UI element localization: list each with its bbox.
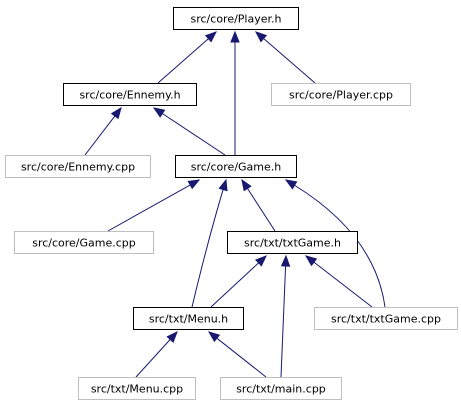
edge-main_cpp-to-txtgame_h [280, 254, 291, 378]
node-box [5, 155, 151, 178]
edges-layer [84, 30, 386, 378]
node-player-cpp[interactable]: src/core/Player.cpp [271, 83, 411, 106]
edge-line [280, 265, 287, 378]
arrowhead-icon [110, 106, 122, 120]
node-box [133, 307, 244, 330]
nodes-layer: src/core/Player.h src/core/Ennemy.h src/co… [5, 7, 458, 400]
node-main-cpp[interactable]: src/txt/main.cpp [220, 377, 342, 400]
node-box [314, 307, 458, 330]
node-game-cpp[interactable]: src/core/Game.cpp [14, 231, 154, 254]
node-box [220, 377, 342, 400]
node-label: src/core/Game.h [191, 161, 282, 174]
arrowhead-icon [304, 255, 318, 267]
node-label: src/txt/txtGame.h [244, 237, 341, 250]
edge-game_h-to-ennemy_h [152, 107, 226, 156]
node-txtgame-cpp[interactable]: src/txt/txtGame.cpp [314, 307, 458, 330]
node-label: src/core/Player.h [191, 13, 282, 26]
node-box [175, 155, 297, 178]
node-ennemy-h[interactable]: src/core/Ennemy.h [63, 83, 197, 106]
arrowhead-icon [207, 331, 221, 343]
node-menu-h[interactable]: src/txt/Menu.h [133, 307, 244, 330]
node-label: src/txt/main.cpp [236, 383, 326, 396]
edge-game_cpp-to-game_h [107, 179, 201, 232]
node-menu-cpp[interactable]: src/txt/Menu.cpp [78, 377, 196, 400]
node-label: src/txt/txtGame.cpp [331, 313, 441, 326]
node-box [173, 7, 299, 30]
arrowhead-icon [280, 254, 291, 267]
node-box [14, 231, 154, 254]
edge-line [162, 113, 226, 156]
arrowhead-icon [255, 255, 267, 267]
arrowhead-icon [230, 30, 240, 43]
arrowhead-icon [241, 178, 252, 192]
edge-menu_h-to-game_h [191, 178, 228, 308]
node-box [227, 231, 358, 254]
node-txtgame-h[interactable]: src/txt/txtGame.h [227, 231, 358, 254]
arrowhead-icon [187, 179, 201, 190]
arrowhead-icon [218, 178, 228, 192]
edge-ennemy_cpp-to-ennemy_h [84, 106, 122, 156]
edge-txtgame_h-to-game_h [241, 178, 276, 232]
edge-ennemy_h-to-player_h [157, 31, 218, 84]
node-label: src/txt/Menu.h [149, 313, 228, 326]
node-player-h: src/core/Player.h [173, 7, 299, 30]
edge-line [135, 339, 171, 378]
arrowhead-icon [254, 31, 268, 43]
node-game-h[interactable]: src/core/Game.h [175, 155, 297, 178]
edge-line [107, 184, 191, 232]
node-label: src/txt/Menu.cpp [91, 383, 183, 396]
node-label: src/core/Player.cpp [289, 89, 393, 102]
edge-line [313, 261, 373, 308]
edge-line [191, 189, 224, 308]
arrowhead-icon [166, 331, 178, 343]
edge-player_cpp-to-player_h [254, 31, 316, 84]
arrowhead-icon [152, 107, 166, 118]
edge-line [247, 188, 276, 232]
arrowhead-icon [284, 179, 298, 190]
edge-line [216, 337, 267, 378]
edge-line [210, 262, 260, 308]
edge-line [84, 115, 116, 156]
edge-line [157, 38, 209, 84]
edge-game_h-to-player_h [230, 30, 240, 155]
edge-main_cpp-to-menu_h [207, 331, 267, 378]
node-box [78, 377, 196, 400]
edge-txtgame_cpp-to-txtgame_h [304, 255, 373, 308]
node-box [271, 83, 411, 106]
arrowhead-icon [204, 31, 218, 43]
edge-line [263, 38, 316, 84]
edge-menu_h-to-txtgame_h [210, 255, 267, 308]
node-box [63, 83, 197, 106]
node-label: src/core/Game.cpp [32, 237, 136, 250]
node-ennemy-cpp[interactable]: src/core/Ennemy.cpp [5, 155, 151, 178]
node-label: src/core/Ennemy.cpp [21, 161, 135, 174]
edge-menu_cpp-to-menu_h [135, 331, 178, 378]
node-label: src/core/Ennemy.h [79, 89, 180, 102]
